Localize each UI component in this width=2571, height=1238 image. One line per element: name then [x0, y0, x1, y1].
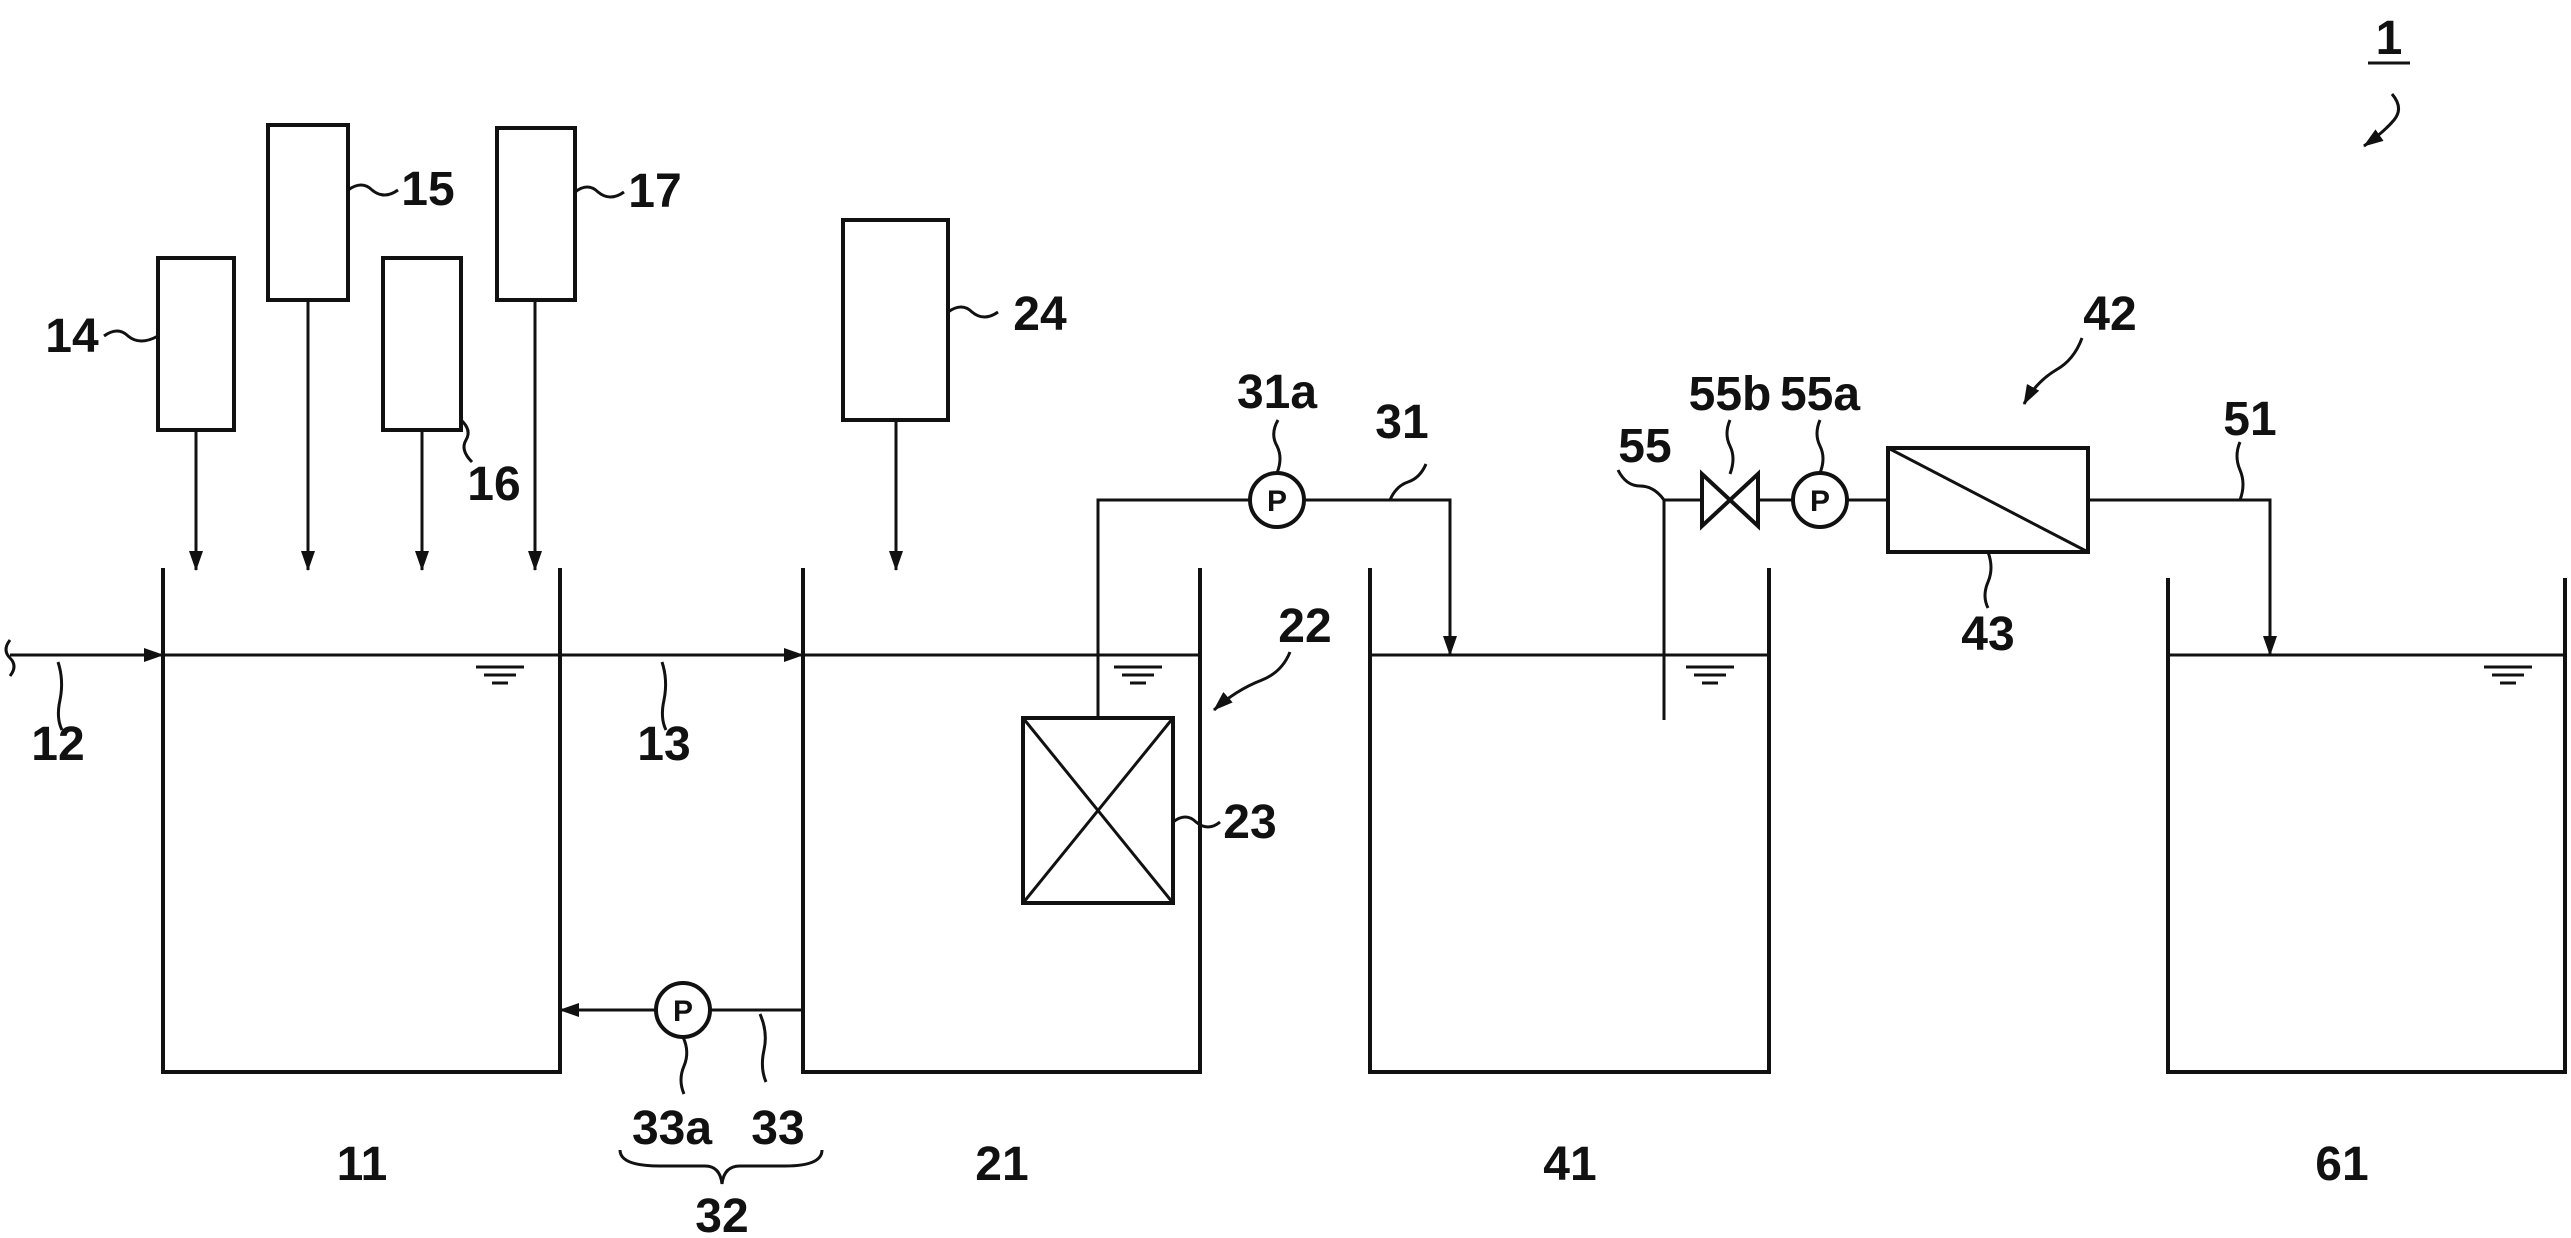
label-unit-16: 16 — [467, 458, 520, 511]
water-level-icon — [2484, 665, 2532, 685]
label-pump-55a: 55a — [1780, 368, 1860, 421]
label-unit-43: 43 — [1961, 608, 2014, 661]
label-pipe-13: 13 — [637, 718, 690, 771]
group-32-brace — [618, 1149, 824, 1185]
transfer-pipe-13 — [560, 648, 804, 731]
pump-31a — [1248, 471, 1306, 529]
tank-21 — [801, 568, 1202, 1074]
tank-11 — [161, 568, 562, 1074]
membrane-unit-23 — [1021, 716, 1221, 905]
label-unit-24: 24 — [1013, 288, 1067, 341]
label-unit-17: 17 — [628, 165, 681, 218]
inlet-pipe-12 — [4, 639, 164, 731]
unit-42-arrow — [2022, 337, 2084, 405]
dosing-unit-17 — [495, 126, 625, 571]
label-pump-31a: 31a — [1237, 366, 1317, 419]
water-level-icon — [1686, 665, 1734, 685]
pump-33a-symbol: P — [673, 995, 693, 1028]
dosing-unit-24 — [841, 218, 999, 571]
label-tank-61: 61 — [2315, 1138, 2368, 1191]
water-level-icon — [1114, 665, 1162, 685]
label-tank-11: 11 — [337, 1138, 388, 1191]
label-unit-15: 15 — [401, 163, 454, 216]
label-pipe-31: 31 — [1375, 396, 1428, 449]
pump-55a-symbol: P — [1810, 485, 1830, 518]
product-pipe-51 — [2088, 441, 2277, 656]
label-unit-22: 22 — [1278, 600, 1331, 653]
label-pipe-55: 55 — [1618, 420, 1671, 473]
label-tank-21: 21 — [975, 1138, 1028, 1191]
label-group-32: 32 — [695, 1190, 748, 1238]
label-unit-14: 14 — [45, 310, 99, 363]
label-unit-42: 42 — [2083, 288, 2136, 341]
label-pipe-33: 33 — [751, 1102, 804, 1155]
dosing-unit-16 — [381, 256, 474, 571]
filtration-unit-43 — [1886, 446, 2090, 609]
pump-55a — [1791, 419, 1849, 529]
water-level-icon — [476, 665, 524, 685]
tank-61 — [2166, 578, 2567, 1074]
valve-55b — [1700, 419, 1760, 531]
system-arrow — [2363, 61, 2410, 148]
label-unit-23: 23 — [1223, 796, 1276, 849]
dosing-unit-15 — [266, 123, 399, 571]
pump-31a-symbol: P — [1267, 485, 1287, 518]
label-pipe-51: 51 — [2223, 393, 2276, 446]
label-system-1: 1 — [2376, 12, 2403, 65]
pump-33a — [654, 981, 712, 1039]
tank-41 — [1368, 568, 1771, 1074]
label-valve-55b: 55b — [1689, 368, 1772, 421]
permeate-pipe-31 — [1096, 419, 1457, 718]
label-tank-41: 41 — [1543, 1138, 1596, 1191]
label-pump-33a: 33a — [632, 1102, 712, 1155]
return-pipe-33 — [559, 992, 805, 1095]
feed-pipe-55 — [1616, 469, 1888, 720]
label-pipe-12: 12 — [31, 718, 84, 771]
unit-22-arrow — [1212, 651, 1292, 712]
dosing-unit-14 — [103, 256, 236, 571]
